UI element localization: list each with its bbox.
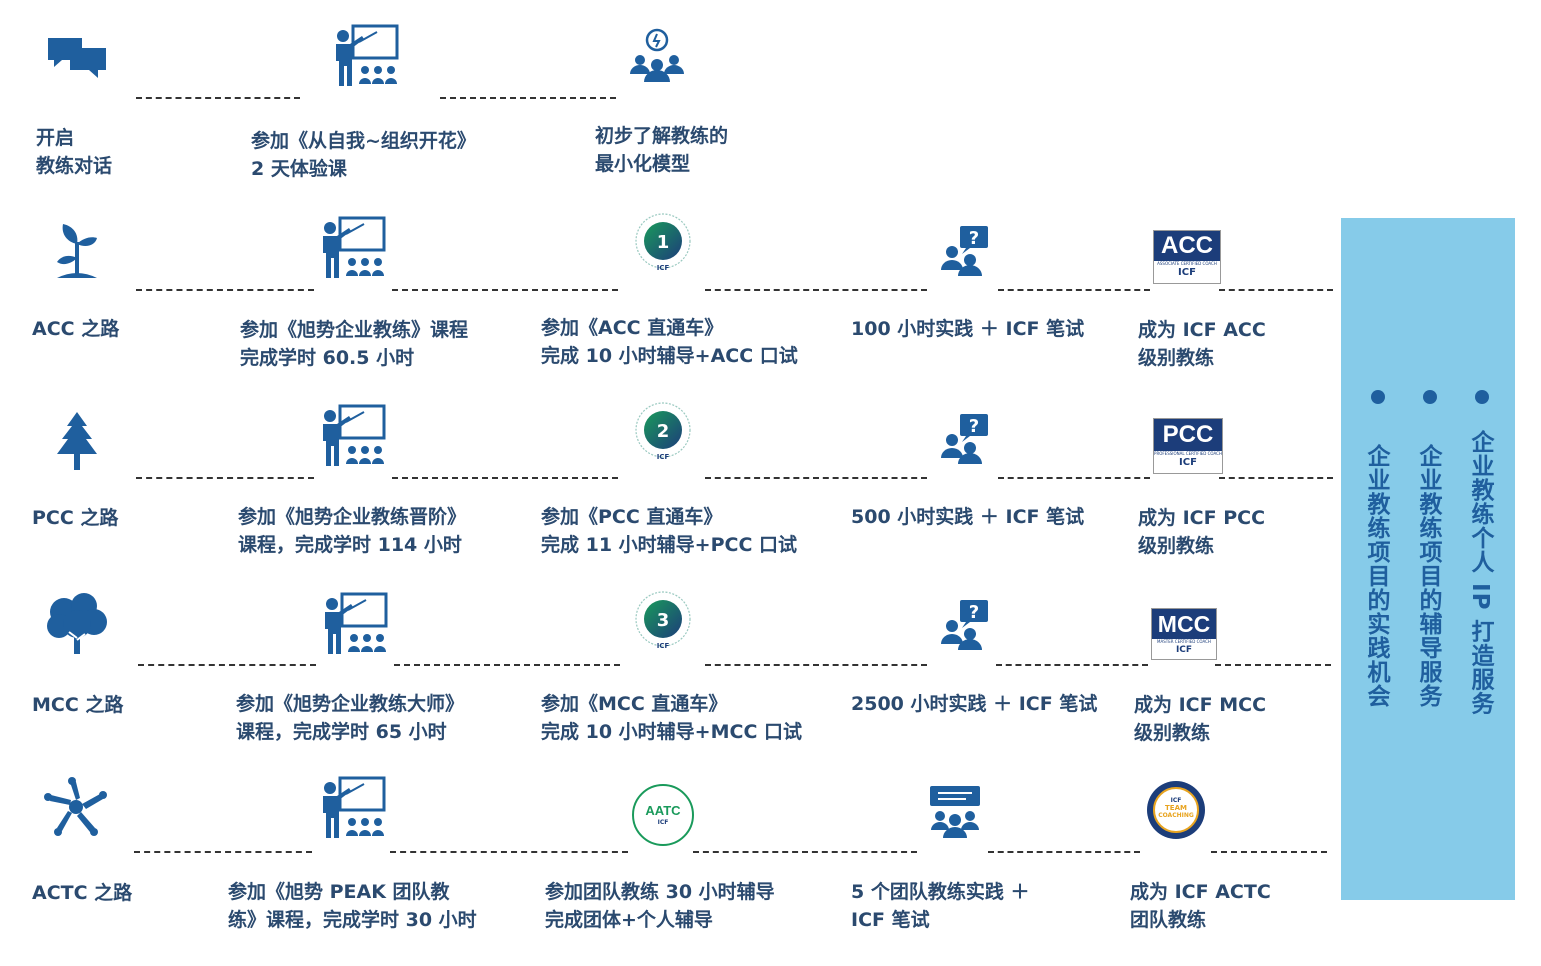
step-r3-c3: 参加《PCC 直通车》完成 11 小时辅导+PCC 口试 [541, 506, 798, 556]
sidebar-item-guidance: 企业教练项目的辅导服务 [1415, 444, 1441, 708]
connector-line [998, 289, 1150, 291]
pcc-credential-badge: PCC PROFESSIONAL CERTIFIED COACH ICF [1153, 418, 1223, 474]
connector-line [988, 851, 1140, 853]
step-r1-c3: 初步了解教练的最小化模型 [595, 125, 729, 175]
step-r3-c2: 参加《旭势企业教练晋阶》课程，完成学时 114 小时 [238, 506, 467, 556]
step-r1-c2: 参加《从自我~组织开花》2 天体验课 [251, 130, 476, 180]
step-r4-c3: 参加《MCC 直通车》完成 10 小时辅导+MCC 口试 [541, 693, 802, 743]
connector-line [998, 477, 1150, 479]
team-coaching-badge: ICF TEAM COACHING [1147, 781, 1205, 839]
bullet-dot [1475, 390, 1489, 404]
connector-line [392, 289, 618, 291]
team-board-icon [930, 786, 980, 838]
question-person-icon [940, 598, 990, 650]
sidebar-item-practice: 企业教练项目的实践机会 [1363, 444, 1389, 708]
teacher-board-icon [320, 592, 390, 654]
connector-line [138, 664, 316, 666]
step-r3-c4: 500 小时实践 ＋ ICF 笔试 [851, 506, 1085, 528]
svg-text:3: 3 [657, 610, 670, 631]
step-r4-c2: 参加《旭势企业教练大师》课程，完成学时 65 小时 [236, 693, 465, 743]
connector-line [996, 664, 1148, 666]
teacher-board-icon [318, 216, 388, 278]
teacher-board-icon [331, 24, 401, 86]
connector-line [394, 664, 620, 666]
sidebar-item-ip: 企业教练个人 IP 打造服务 [1467, 430, 1493, 716]
question-person-icon [940, 224, 990, 276]
svg-text:2: 2 [657, 421, 670, 442]
step-r1-c1: 开启教练对话 [36, 127, 113, 177]
step-r2-c2: 参加《旭势企业教练》课程完成学时 60.5 小时 [240, 319, 469, 369]
aatc-badge: AATC ICF [632, 784, 694, 846]
mcc-credential-badge: MCC MASTER CERTIFIED COACH ICF [1151, 608, 1217, 660]
teacher-board-icon [318, 404, 388, 466]
connector-line [392, 477, 618, 479]
connector-line [705, 289, 927, 291]
step-r5-c3: 参加团队教练 30 小时辅导完成团体+个人辅导 [545, 881, 775, 931]
step-r5-c4: 5 个团队教练实践 ＋ICF 笔试 [851, 881, 1030, 931]
icf-level-badge-icon: 2 [628, 397, 698, 467]
connector-line [693, 851, 917, 853]
services-sidebar: 企业教练个人 IP 打造服务 企业教练项目的辅导服务 企业教练项目的实践机会 [1341, 218, 1515, 900]
connector-line [136, 477, 314, 479]
connector-line [390, 851, 628, 853]
connector-line [136, 97, 300, 99]
bullet-dot [1423, 390, 1437, 404]
step-r2-c1: ACC 之路 [32, 318, 120, 340]
svg-text:1: 1 [657, 232, 670, 253]
step-r4-c4: 2500 小时实践 ＋ ICF 笔试 [851, 693, 1098, 715]
step-r2-c3: 参加《ACC 直通车》完成 10 小时辅导+ACC 口试 [541, 317, 798, 367]
bullet-dot [1371, 390, 1385, 404]
connector-line [1215, 664, 1331, 666]
teacher-board-icon [318, 776, 388, 838]
pine-tree-icon [57, 412, 97, 470]
step-r5-c1: ACTC 之路 [32, 882, 133, 904]
connector-line [134, 851, 312, 853]
idea-group-icon [630, 28, 684, 82]
connector-line [440, 97, 616, 99]
step-r2-c4: 100 小时实践 ＋ ICF 笔试 [851, 318, 1085, 340]
step-r3-c1: PCC 之路 [32, 507, 119, 529]
connector-line [1211, 851, 1327, 853]
oak-tree-icon [47, 593, 107, 654]
acc-credential-badge: ACC ASSOCIATE CERTIFIED COACH ICF [1153, 230, 1221, 284]
icf-level-badge-icon: 1 [628, 208, 698, 278]
connector-line [1219, 477, 1333, 479]
question-person-icon [940, 412, 990, 464]
icf-level-badge-icon: 3 [628, 586, 698, 656]
step-r5-c2: 参加《旭势 PEAK 团队教练》课程，完成学时 30 小时 [228, 881, 477, 931]
connector-line [1219, 289, 1333, 291]
hands-circle-icon [44, 777, 107, 836]
chat-bubbles-icon [48, 38, 106, 78]
connector-line [136, 289, 314, 291]
sprout-icon [57, 224, 97, 278]
connector-line [705, 477, 927, 479]
connector-line [705, 664, 927, 666]
step-r4-c1: MCC 之路 [32, 694, 124, 716]
